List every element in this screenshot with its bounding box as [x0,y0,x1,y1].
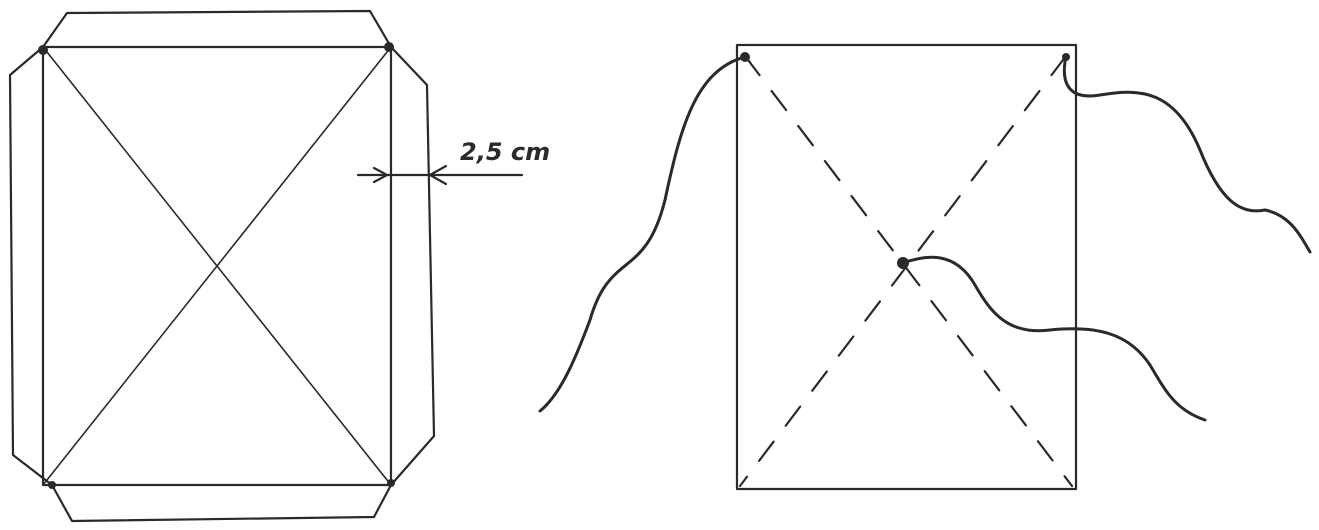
left-flap [8,45,54,487]
string-left [538,55,747,413]
left-diagonal-2 [42,46,392,486]
right-dashed-diagonal-2 [738,54,1068,488]
anchor-dot-center [897,257,909,269]
dimension-arrow-right [428,164,448,186]
top-flap [41,9,393,49]
corner-dot-top-right [384,42,394,52]
dimension-arrow-left [372,166,389,184]
right-rectangle [735,43,1078,491]
dimension-label: 2,5 cm [460,138,550,166]
right-flap [389,45,436,487]
left-rectangle [41,45,393,487]
corner-dot-top-left [38,45,48,55]
corner-dot-bottom-left [48,481,56,489]
dimension-marker: 2,5 cm [356,138,550,186]
right-dashed-diagonal-1 [743,54,1074,488]
string-center [901,255,1207,422]
corner-dot-bottom-right [387,479,395,487]
right-string-figure [538,43,1312,491]
string-top-right [1062,54,1312,254]
anchor-dot-top-right [1062,53,1070,61]
bottom-flap [50,483,393,523]
anchor-dot-top-left [740,52,750,62]
left-net-figure [8,9,436,523]
